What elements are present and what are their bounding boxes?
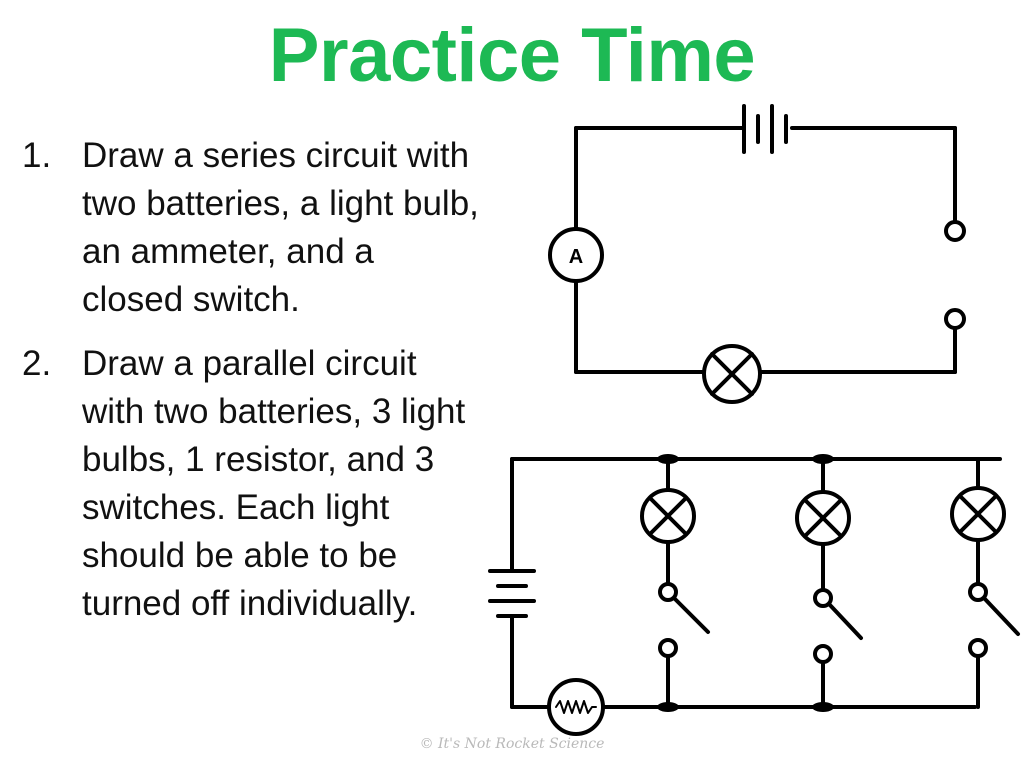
- series-circuit: A: [548, 104, 966, 404]
- open-switch-icon: [968, 582, 1020, 658]
- series-circuit-wires: [574, 126, 957, 374]
- question-item: 2. Draw a parallel circuit with two batt…: [22, 340, 482, 628]
- light-bulb-icon: [640, 488, 696, 544]
- slide-title: Practice Time: [268, 13, 756, 98]
- light-bulb-icon: [795, 490, 851, 546]
- copyright-footer: © It's Not Rocket Science: [419, 736, 605, 752]
- light-bulb-icon: [702, 344, 762, 404]
- parallel-circuit-wires: [510, 457, 1002, 709]
- question-text: Draw a series circuit with two batteries…: [82, 136, 479, 319]
- junction-dots: [657, 454, 834, 712]
- open-switch-icon: [658, 582, 710, 658]
- ammeter-label: A: [569, 246, 583, 268]
- open-switch-icon: [813, 588, 863, 664]
- parallel-circuit: [488, 454, 1020, 736]
- question-list: 1. Draw a series circuit with two batter…: [22, 132, 482, 644]
- ammeter-icon: A: [548, 227, 604, 283]
- question-item: 1. Draw a series circuit with two batter…: [22, 132, 482, 324]
- battery-icon: [488, 569, 536, 618]
- switch-icon: [944, 220, 966, 330]
- question-number: 1.: [22, 136, 52, 175]
- resistor-icon: [547, 678, 605, 736]
- question-text: Draw a parallel circuit with two batteri…: [82, 344, 466, 623]
- question-number: 2.: [22, 344, 52, 383]
- battery-icon: [742, 104, 788, 154]
- light-bulb-icon: [950, 486, 1006, 542]
